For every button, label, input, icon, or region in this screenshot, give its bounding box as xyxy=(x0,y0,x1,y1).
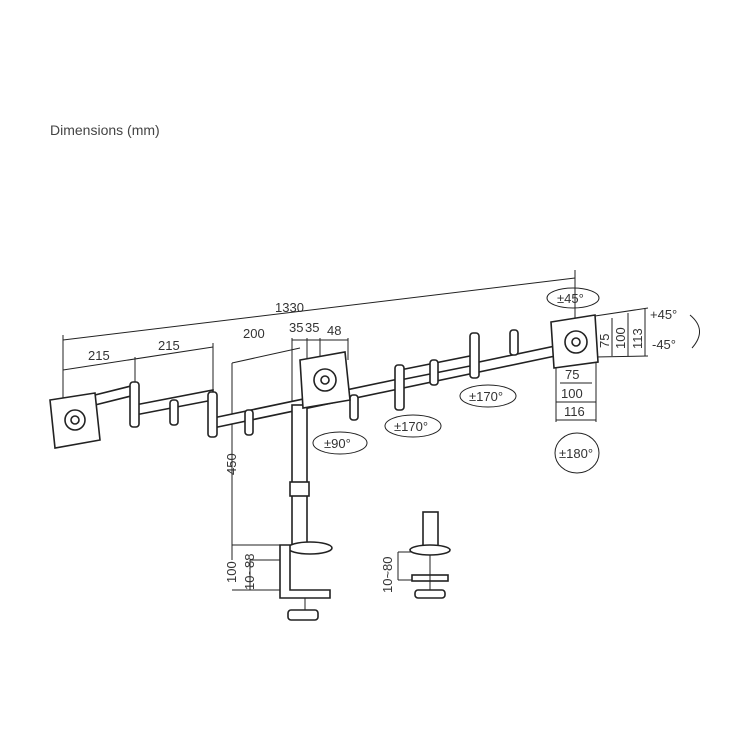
dim-vesa-v-100: 100 xyxy=(613,327,628,349)
dim-center-arm: 200 xyxy=(243,326,265,341)
angle-swivel-center: ±90° xyxy=(324,436,351,451)
angle-tilt-down: -45° xyxy=(652,337,676,352)
dim-total-width: 1330 xyxy=(275,300,304,315)
dim-offset-a: 35 xyxy=(289,320,303,335)
angle-tilt-top: ±45° xyxy=(557,291,584,306)
dim-vesa-h-75: 75 xyxy=(565,367,579,382)
vesa-plate-left xyxy=(49,392,101,449)
angle-swivel-1: ±170° xyxy=(394,419,428,434)
dim-plate-h: 113 xyxy=(630,328,645,349)
angle-tilt-up: +45° xyxy=(650,307,677,322)
dim-plate-w: 116 xyxy=(564,404,585,419)
rotation-arrows xyxy=(312,287,700,474)
dim-arm-2: 215 xyxy=(158,338,180,353)
dim-clamp-height: 100 xyxy=(224,561,239,583)
dim-offset-b: 35 xyxy=(305,320,319,335)
angle-swivel-2: ±170° xyxy=(469,389,503,404)
dim-vesa-v-75: 75 xyxy=(597,334,612,348)
dim-offset-c: 48 xyxy=(327,323,341,338)
dim-arm-1: 215 xyxy=(88,348,110,363)
vesa-plate-center xyxy=(299,351,351,409)
dimension-lines xyxy=(62,270,649,591)
vesa-plate-right xyxy=(550,314,599,369)
dim-pole-height: 450 xyxy=(224,453,239,475)
angle-rotate: ±180° xyxy=(559,446,593,461)
diagram-title: Dimensions (mm) xyxy=(50,122,160,138)
dim-grommet-range: 10~80 xyxy=(380,556,395,593)
dim-clamp-range: 10~88 xyxy=(242,553,257,590)
pole-and-clamp xyxy=(279,404,451,621)
dim-vesa-h-100: 100 xyxy=(561,386,583,401)
